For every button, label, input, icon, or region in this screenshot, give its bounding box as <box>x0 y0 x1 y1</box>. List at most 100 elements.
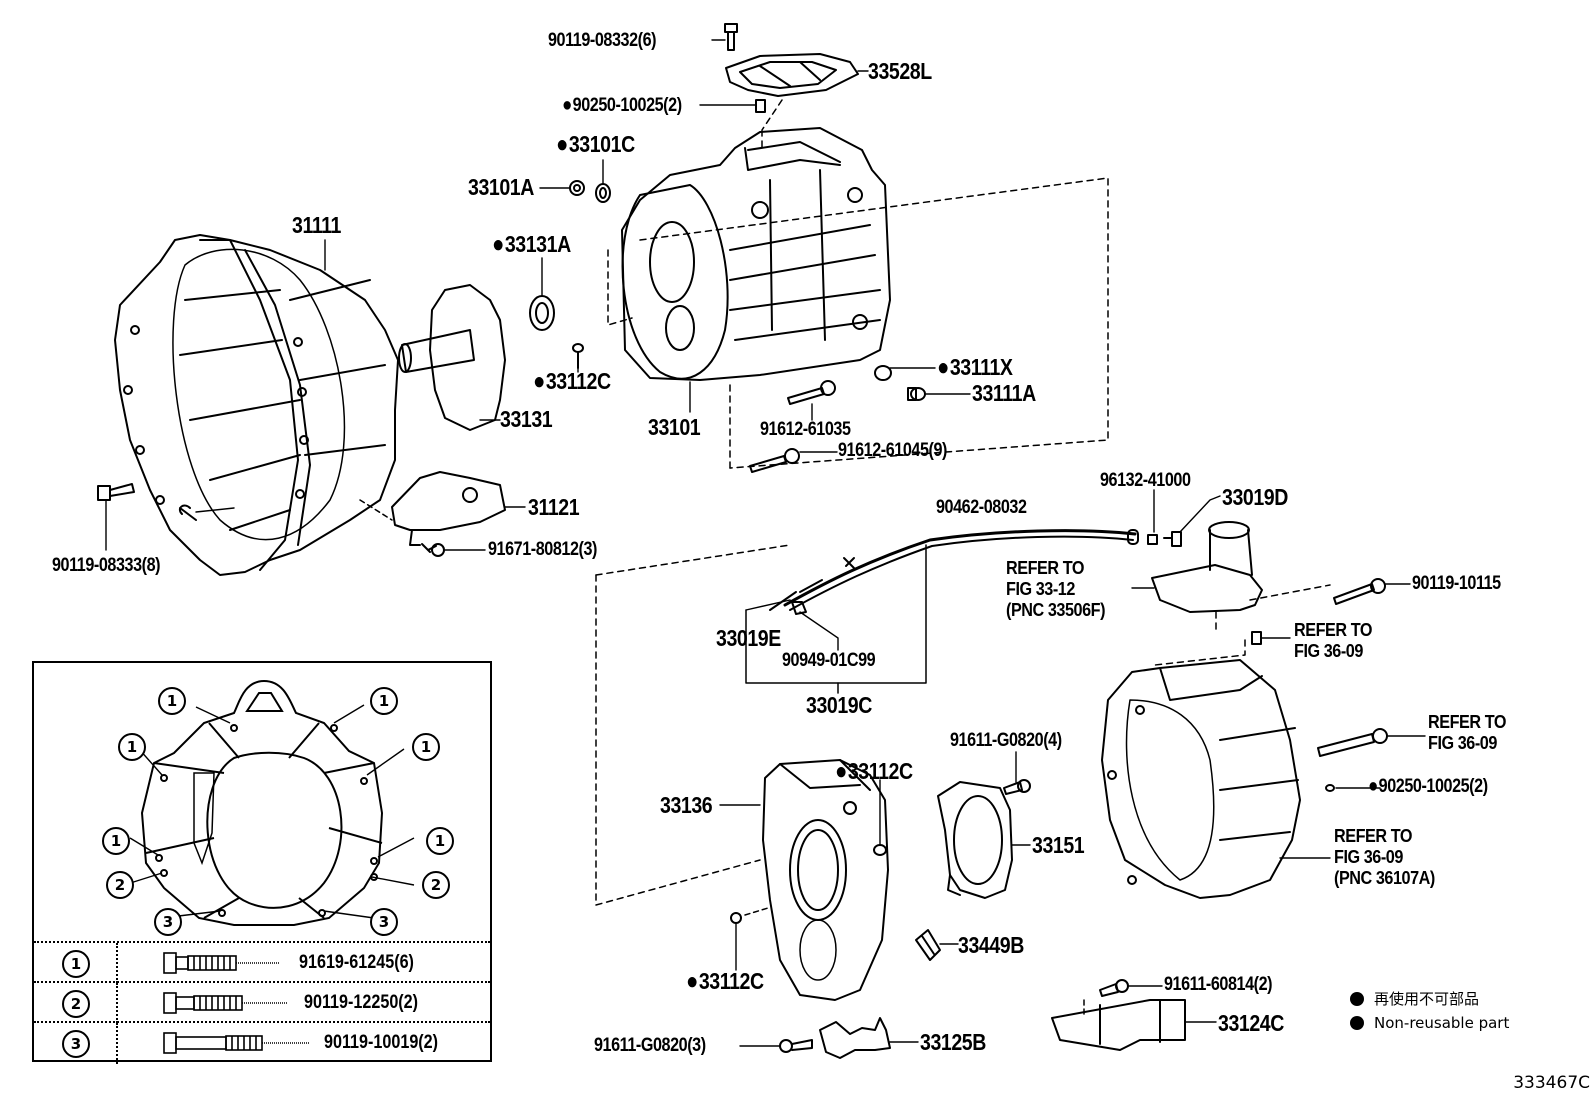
refer-label-fig-36-09-c[interactable]: REFER TO FIG 36-09 (PNC 36107A) <box>1334 826 1435 888</box>
gasket-33111X-icon <box>874 365 892 381</box>
bolt-table-row: 2 90119-12250(2) <box>34 981 490 1023</box>
bell-housing-illustration <box>114 234 399 576</box>
part-label-33111A[interactable]: 33111A <box>972 380 1036 406</box>
row-index-cell: 3 <box>34 1023 118 1064</box>
part-label-90119-08333[interactable]: 90119-08333(8) <box>52 555 161 576</box>
row-index: 1 <box>62 950 90 978</box>
part-label-33131[interactable]: 33131 <box>500 406 553 432</box>
part-label-33101C[interactable]: 33101C <box>556 132 635 157</box>
plug-33101A-icon <box>569 180 585 196</box>
row-index-cell: 2 <box>34 983 118 1023</box>
transmission-case-illustration <box>621 127 891 381</box>
callout-3: 3 <box>154 908 182 936</box>
part-label-33019C[interactable]: 33019C <box>806 692 872 718</box>
part-label-33101A[interactable]: 33101A <box>468 174 534 200</box>
clip-90462-08032-icon <box>178 504 197 521</box>
part-label-33151[interactable]: 33151 <box>1032 832 1085 858</box>
nut-96132-41000-icon <box>1147 534 1158 545</box>
bearing-retainer-illustration <box>398 284 506 431</box>
bolt-table-row: 3 90119-10019(2) <box>34 1021 490 1064</box>
legend-english: Non-reusable part <box>1350 1014 1509 1032</box>
part-label-33111X[interactable]: 33111X <box>937 355 1013 380</box>
part-label-90119-08332[interactable]: 90119-08332(6) <box>548 30 657 51</box>
assembly-boundary-33101 <box>607 99 1109 469</box>
part-label-33136[interactable]: 33136 <box>660 792 713 818</box>
part-label-33131A[interactable]: 33131A <box>492 232 571 257</box>
part-label-33449B[interactable]: 33449B <box>958 932 1024 958</box>
part-label-91612-61035[interactable]: 91612-61035 <box>760 419 851 440</box>
bolt-91611-G0820-3-icon <box>779 1039 813 1053</box>
bolt-part-number[interactable]: 90119-12250(2) <box>304 992 419 1013</box>
seal-33131A-icon <box>529 295 555 331</box>
assembly-boundary-lower <box>595 544 1331 906</box>
part-label-31121[interactable]: 31121 <box>528 494 580 520</box>
callout-1: 1 <box>158 687 186 715</box>
part-label-33112C-b[interactable]: 33112C <box>835 759 913 784</box>
part-label-90462-08032[interactable]: 90462-08032 <box>936 497 1027 518</box>
bolt-short-icon <box>163 952 280 974</box>
part-label-90119-10115[interactable]: 90119-10115 <box>1412 573 1501 594</box>
bolt-part-number[interactable]: 90119-10019(2) <box>324 1032 439 1053</box>
bolt-90119-10115-icon <box>1333 578 1386 605</box>
bolt-91611-60814-icon <box>1099 979 1129 997</box>
shift-lever-illustration <box>769 529 1139 611</box>
bolt-91612-61045-icon <box>749 448 800 473</box>
part-label-90250-10025-top[interactable]: 90250-10025(2) <box>562 96 682 116</box>
part-label-91611-60814[interactable]: 91611-60814(2) <box>1164 974 1273 995</box>
bolt-location-inset: 1 1 1 1 1 1 2 2 3 3 1 91619-61245(6) 2 9… <box>32 661 492 1064</box>
bracket-33019C <box>745 544 927 684</box>
part-label-90949-01C99[interactable]: 90949-01C99 <box>782 650 876 671</box>
shift-housing-illustration <box>1151 521 1263 613</box>
part-label-31111[interactable]: 31111 <box>292 212 342 238</box>
figure-number: 333467C <box>1513 1073 1590 1093</box>
bolt-part-number[interactable]: 91619-61245(6) <box>299 952 414 973</box>
part-label-90250-10025-right[interactable]: 90250-10025(2) <box>1368 777 1488 797</box>
row-index-cell: 1 <box>34 943 118 983</box>
part-label-91612-61045[interactable]: 91612-61045(9) <box>838 440 947 461</box>
legend-text-en: Non-reusable part <box>1374 1014 1510 1032</box>
callout-2: 2 <box>422 871 450 899</box>
dashed-leader <box>744 907 769 916</box>
legend-text-ja: 再使用不可部品 <box>1374 990 1480 1008</box>
part-label-96132-41000[interactable]: 96132-41000 <box>1100 470 1191 491</box>
part-label-33528L[interactable]: 33528L <box>868 58 932 84</box>
part-label-33112C-a[interactable]: 33112C <box>533 369 611 394</box>
gasket-33101C-icon <box>595 183 611 203</box>
plug-icon <box>755 99 766 113</box>
callout-1: 1 <box>102 827 130 855</box>
callout-1: 1 <box>118 733 146 761</box>
pin-refer-36-09-icon <box>1251 631 1262 645</box>
part-label-33112C-c[interactable]: 33112C <box>686 969 764 994</box>
part-label-33125B[interactable]: 33125B <box>920 1029 986 1055</box>
bolt-91611-G0820-4-icon <box>1003 779 1031 795</box>
pin-33112C-icon <box>572 343 584 369</box>
bolt-medium-icon <box>163 992 288 1014</box>
pin-33019D-icon <box>1163 531 1182 547</box>
refer-label-fig-36-09-a[interactable]: REFER TO FIG 36-09 <box>1294 620 1373 661</box>
callout-1: 1 <box>426 827 454 855</box>
row-index: 3 <box>62 1030 90 1058</box>
boot-90949-01C99-icon <box>791 601 807 615</box>
callout-1: 1 <box>412 733 440 761</box>
part-label-91611-G0820-3[interactable]: 91611-G0820(3) <box>594 1035 706 1056</box>
refer-label-fig-36-09-b[interactable]: REFER TO FIG 36-09 <box>1428 712 1507 753</box>
pin-90250-10025-right-icon <box>1325 784 1335 792</box>
part-label-33124C[interactable]: 33124C <box>1218 1010 1284 1036</box>
callout-3: 3 <box>370 908 398 936</box>
bell-housing-front-view <box>123 679 415 926</box>
clip-33449B-icon <box>915 929 941 961</box>
part-label-33101[interactable]: 33101 <box>648 414 701 440</box>
part-label-91611-G0820-4[interactable]: 91611-G0820(4) <box>950 730 1062 751</box>
pin-33112C-b-icon <box>873 844 887 856</box>
plug-33111A-icon <box>907 387 926 401</box>
bolt-table-row: 1 91619-61245(6) <box>34 941 490 983</box>
non-reusable-bullet-icon <box>1350 992 1364 1006</box>
part-label-33019E[interactable]: 33019E <box>716 625 781 651</box>
refer-label-fig-33-12[interactable]: REFER TO FIG 33-12 (PNC 33506F) <box>1006 558 1106 620</box>
part-label-33019D[interactable]: 33019D <box>1222 484 1288 510</box>
bracket-illustration <box>391 471 506 546</box>
callout-1: 1 <box>370 687 398 715</box>
dashed-leader <box>359 499 393 521</box>
part-label-91671-80812[interactable]: 91671-80812(3) <box>488 539 597 560</box>
